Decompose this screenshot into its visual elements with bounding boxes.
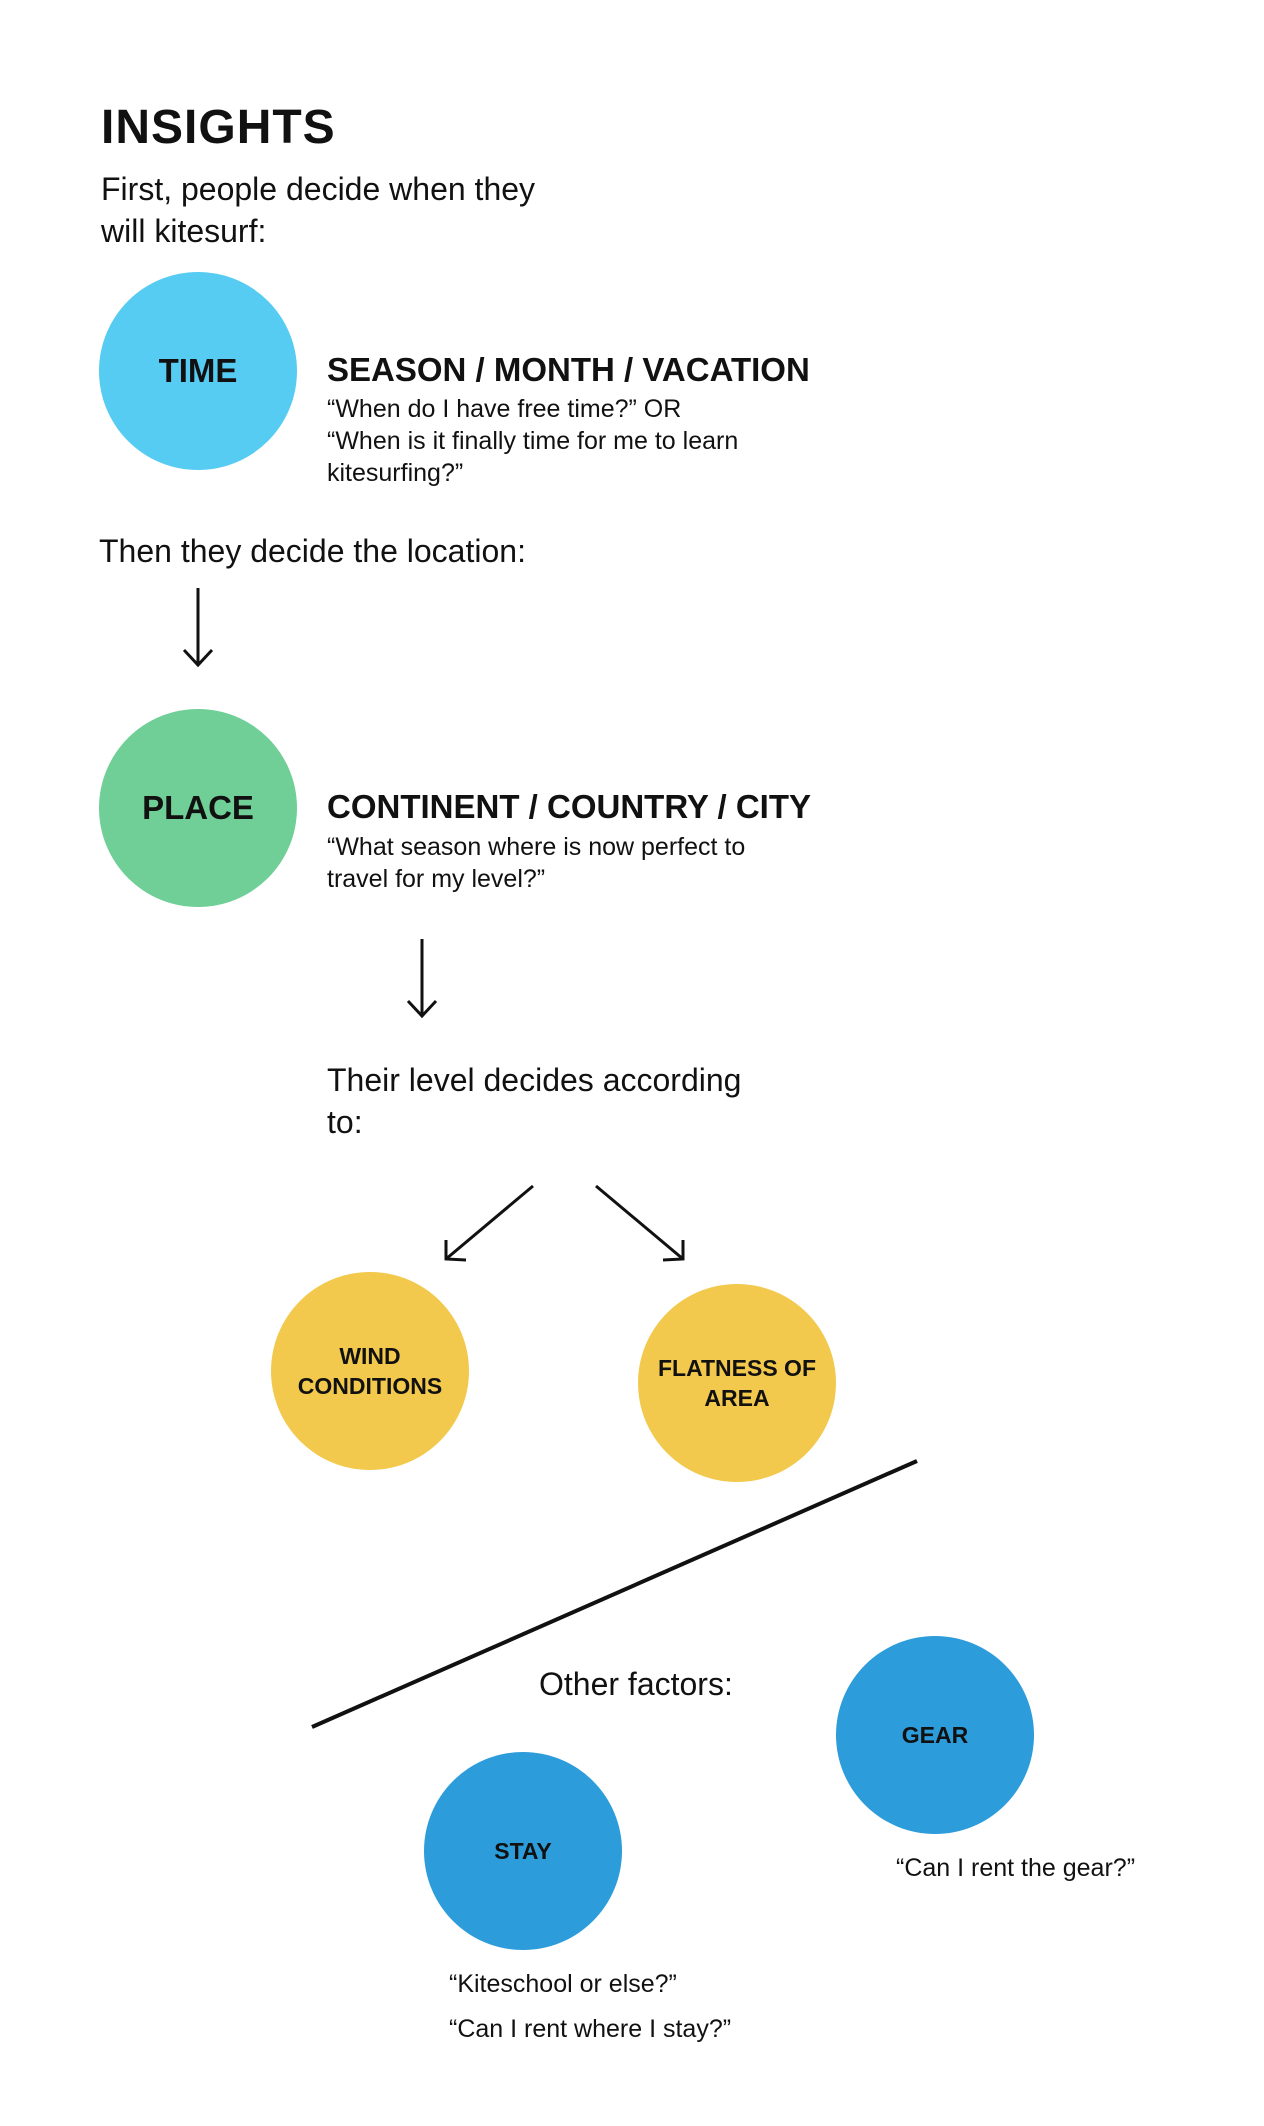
place-label: PLACE [142, 789, 254, 826]
quote-line: “Kiteschool or else?” [449, 1970, 677, 1998]
place-quotes: “What season where is now perfect to tra… [327, 831, 745, 895]
quote-line: travel for my level?” [327, 865, 546, 893]
circle-label: CONDITIONS [297, 1373, 443, 1399]
level-line: to: [327, 1104, 363, 1140]
other-factors-text: Other factors: [539, 1666, 733, 1702]
circle-label: FLATNESS OF [657, 1355, 816, 1381]
divider-line [311, 1459, 918, 1729]
flatness-circle: FLATNESS OF AREA [638, 1284, 836, 1482]
gear-circle: GEAR [836, 1636, 1034, 1834]
quote-line: “When is it finally time for me to learn [327, 427, 739, 455]
time-circle: TIME [99, 272, 297, 470]
circle-label: WIND [339, 1343, 401, 1369]
place-heading: CONTINENT / COUNTRY / CITY [327, 788, 812, 825]
circle-label: AREA [704, 1385, 770, 1411]
quote-line: “When do I have free time?” OR [327, 395, 682, 423]
arrow-down-left-icon [444, 1184, 534, 1262]
wind-conditions-circle: WIND CONDITIONS [271, 1272, 469, 1470]
gear-label: GEAR [901, 1722, 969, 1748]
level-text: Their level decides according to: [327, 1059, 741, 1143]
intro-line: will kitesurf: [101, 213, 267, 249]
time-quotes: “When do I have free time?” OR “When is … [327, 393, 738, 489]
place-circle: PLACE [99, 709, 297, 907]
location-text: Then they decide the location: [99, 533, 526, 569]
arrow-down-icon [182, 588, 214, 668]
arrow-down-right-icon [595, 1184, 685, 1262]
intro-line: First, people decide when they [101, 171, 536, 207]
stay-quotes: “Kiteschool or else?” “Can I rent where … [449, 1962, 731, 2052]
gear-quote: “Can I rent the gear?” [896, 1854, 1136, 1882]
time-heading: SEASON / MONTH / VACATION [327, 351, 810, 388]
page-title: INSIGHTS [101, 101, 336, 154]
level-line: Their level decides according [327, 1062, 742, 1098]
intro-text: First, people decide when they will kite… [101, 168, 535, 252]
time-label: TIME [158, 352, 238, 389]
stay-circle: STAY [424, 1752, 622, 1950]
quote-line: “Can I rent where I stay?” [449, 2015, 732, 2043]
arrow-down-icon [406, 939, 438, 1019]
stay-label: STAY [494, 1838, 552, 1864]
quote-line: “What season where is now perfect to [327, 833, 746, 861]
quote-line: kitesurfing?” [327, 459, 464, 487]
